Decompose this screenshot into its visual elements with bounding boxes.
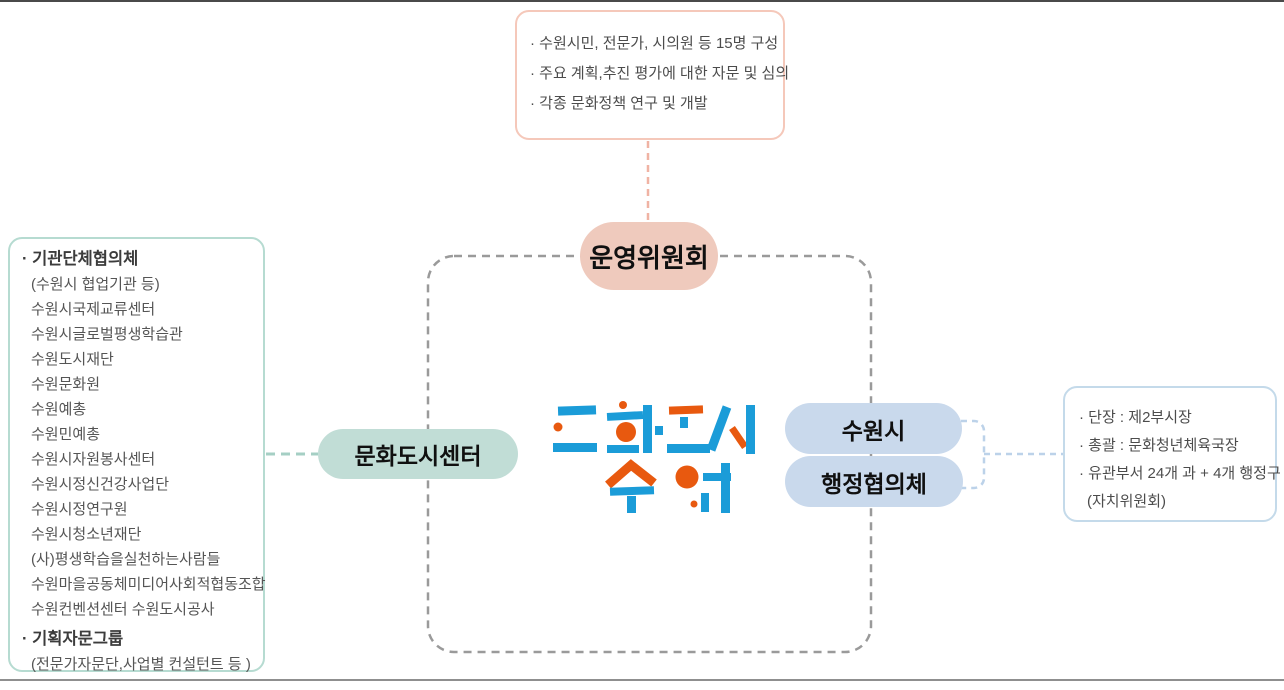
suwon-city-pill: 수원시 bbox=[785, 403, 962, 454]
admin-council-pill: 행정협의체 bbox=[785, 456, 963, 507]
advisory-line: · 각종 문화정책 연구 및 개발 bbox=[530, 95, 708, 112]
partners-group2-title: · 기획자문그룹 bbox=[22, 630, 124, 648]
partner-item: (전문가자문단,사업별 컨설턴트 등 ) bbox=[31, 656, 251, 673]
partner-item: 수원마을공동체미디어사회적협동조합 bbox=[31, 576, 266, 593]
partner-item: 수원문화원 bbox=[31, 376, 101, 393]
cultural-city-suwon-logo bbox=[553, 401, 755, 513]
city-org-line: · 총괄 : 문화청년체육국장 bbox=[1079, 437, 1239, 454]
cultural-city-center-label: 문화도시센터 bbox=[354, 443, 482, 469]
partner-item: 수원시청소년재단 bbox=[31, 526, 142, 543]
partner-item: (수원시 협업기관 등) bbox=[31, 276, 160, 293]
city-org-line: · 유관부서 24개 과 + 4개 행정구 bbox=[1079, 465, 1281, 482]
suwon-city-label: 수원시 bbox=[841, 417, 906, 444]
city-org-box: · 단장 : 제2부시장 · 총괄 : 문화청년체육국장 · 유관부서 24개 … bbox=[1063, 386, 1281, 522]
city-org-line: (자치위원회) bbox=[1087, 493, 1166, 510]
partner-item: 수원시정신건강사업단 bbox=[31, 476, 170, 493]
admin-council-label: 행정협의체 bbox=[821, 470, 927, 497]
partner-item: 수원예총 bbox=[31, 401, 87, 418]
partner-item: 수원도시재단 bbox=[31, 351, 114, 368]
partners-group1-title: · 기관단체협의체 bbox=[22, 250, 139, 268]
city-org-line: · 단장 : 제2부시장 bbox=[1079, 409, 1192, 426]
partner-item: 수원시글로벌평생학습관 bbox=[31, 326, 183, 343]
partners-box: · 기관단체협의체 (수원시 협업기관 등) 수원시국제교류센터 수원시글로벌평… bbox=[8, 237, 266, 673]
partner-item: 수원컨벤션센터 수원도시공사 bbox=[31, 601, 215, 618]
advisory-box: · 수원시민, 전문가, 시의원 등 15명 구성 · 주요 계획,추진 평가에… bbox=[515, 10, 790, 140]
operating-committee-pill: 운영위원회 bbox=[580, 222, 718, 290]
partner-item: 수원시국제교류센터 bbox=[31, 301, 156, 318]
advisory-line: · 주요 계획,추진 평가에 대한 자문 및 심의 bbox=[530, 65, 790, 82]
bracket-city-pills bbox=[961, 419, 986, 490]
operating-committee-label: 운영위원회 bbox=[589, 242, 709, 273]
cultural-city-center-pill: 문화도시센터 bbox=[318, 429, 518, 479]
partner-item: (사)평생학습을실천하는사람들 bbox=[31, 551, 221, 568]
partner-item: 수원민예총 bbox=[31, 426, 101, 443]
advisory-line: · 수원시민, 전문가, 시의원 등 15명 구성 bbox=[530, 35, 779, 52]
bottom-rule bbox=[0, 679, 1284, 681]
partner-item: 수원시자원봉사센터 bbox=[31, 451, 156, 468]
top-rule bbox=[0, 0, 1284, 2]
partner-item: 수원시정연구원 bbox=[31, 501, 128, 518]
